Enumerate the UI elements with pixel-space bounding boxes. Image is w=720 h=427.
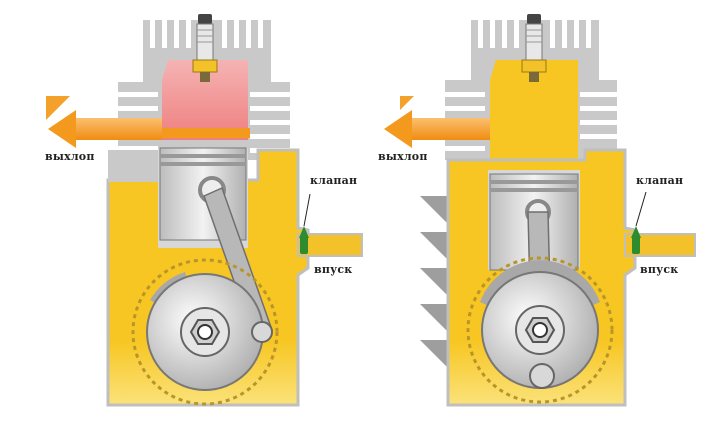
spark-plug-icon — [521, 14, 547, 82]
combustion-chamber-right — [490, 60, 578, 170]
spark-plug-icon — [192, 14, 218, 82]
combustion-chamber — [162, 60, 248, 140]
exhaust-arrow-icon — [384, 96, 490, 148]
crank-hub-icon — [515, 305, 565, 355]
engine-right — [384, 14, 696, 407]
exhaust-port-band — [160, 128, 250, 138]
reed-valve-icon — [299, 193, 311, 254]
label-valve-left: клапан — [310, 174, 358, 187]
engine-left — [46, 14, 363, 407]
label-intake-left: впуск — [314, 263, 353, 276]
label-intake-right: впуск — [640, 263, 679, 276]
intake-pipe — [297, 233, 363, 257]
label-valve-right: клапан — [636, 174, 684, 187]
crank-path-right — [466, 256, 614, 404]
crank-hub-icon — [180, 307, 230, 357]
intake-pipe-right — [624, 233, 696, 257]
exhaust-arrow-icon — [46, 96, 162, 148]
reed-valve-icon — [631, 191, 647, 254]
label-exhaust-left: выхлоп — [45, 150, 95, 163]
label-exhaust-right: выхлоп — [378, 150, 428, 163]
crank-path — [131, 258, 279, 406]
